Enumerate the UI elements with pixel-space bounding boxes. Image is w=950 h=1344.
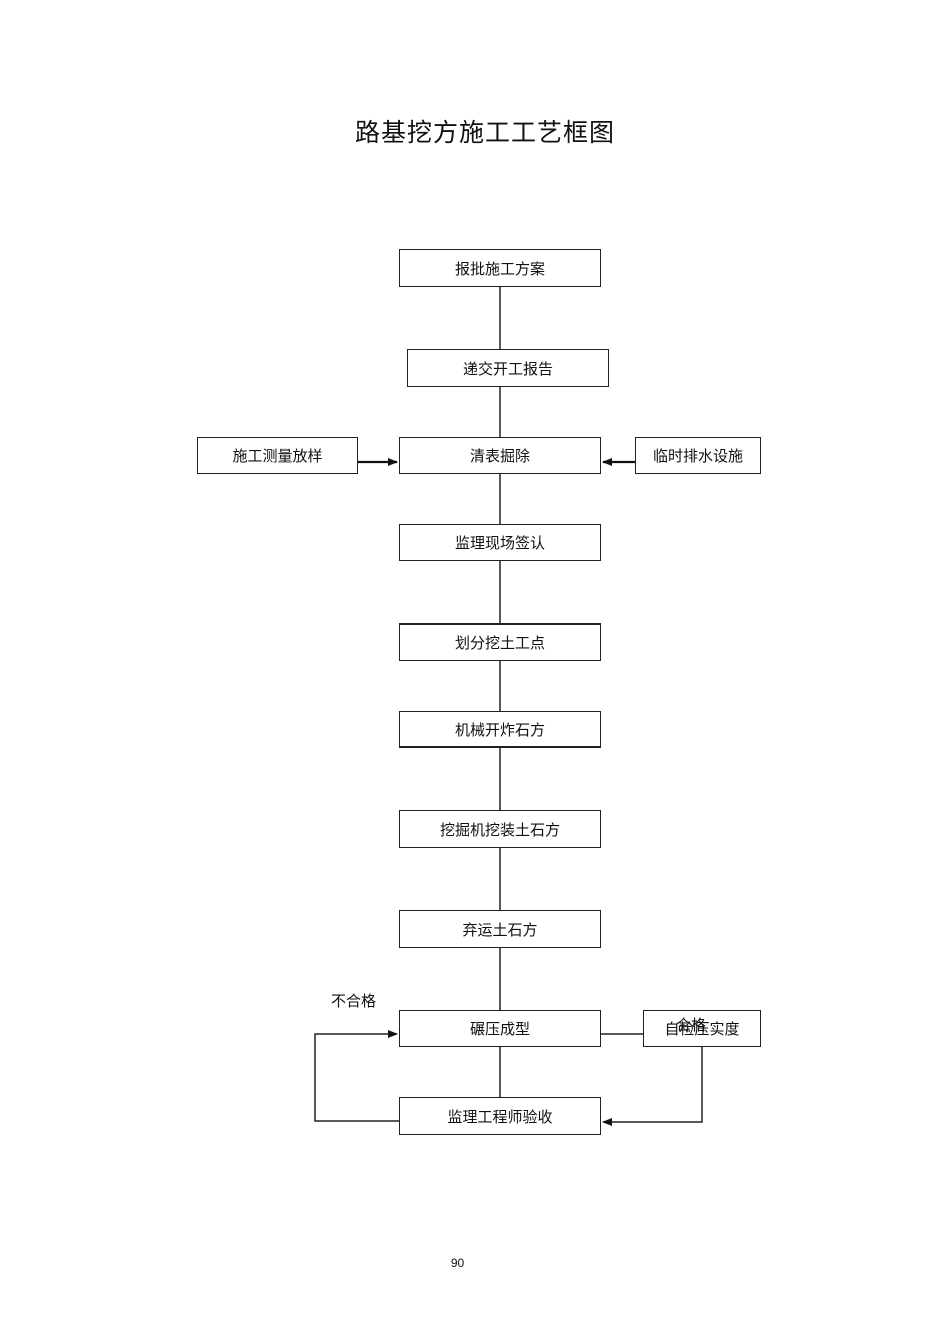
step-temp-drainage: 临时排水设施: [635, 437, 761, 474]
step-excavate-load: 挖掘机挖装土石方: [399, 810, 601, 848]
connector-selfcheck-to-accept: [602, 1046, 703, 1126]
step-submit-report: 递交开工报告: [407, 349, 609, 387]
step-clear-surface: 清表掘除: [399, 437, 601, 474]
step-supervisor-sign: 监理现场签认: [399, 524, 601, 561]
step-compaction: 碾压成型: [399, 1010, 601, 1047]
label-unqualified: 不合格: [331, 992, 377, 1010]
step-haul-away: 弃运土石方: [399, 910, 601, 948]
step-engineer-accept: 监理工程师验收: [399, 1097, 601, 1135]
step-blasting: 机械开炸石方: [399, 711, 601, 748]
step-self-check: 自检压实度: [643, 1010, 761, 1047]
step-survey-staking: 施工测量放样: [197, 437, 358, 474]
step-divide-points: 划分挖土工点: [399, 623, 601, 661]
label-qualified: 合格: [676, 1016, 707, 1034]
connector-accept-back-to-compact: [314, 1030, 399, 1122]
page-number: 90: [450, 1256, 465, 1270]
step-report-plan: 报批施工方案: [399, 249, 601, 287]
page-title: 路基挖方施工工艺框图: [354, 118, 615, 147]
